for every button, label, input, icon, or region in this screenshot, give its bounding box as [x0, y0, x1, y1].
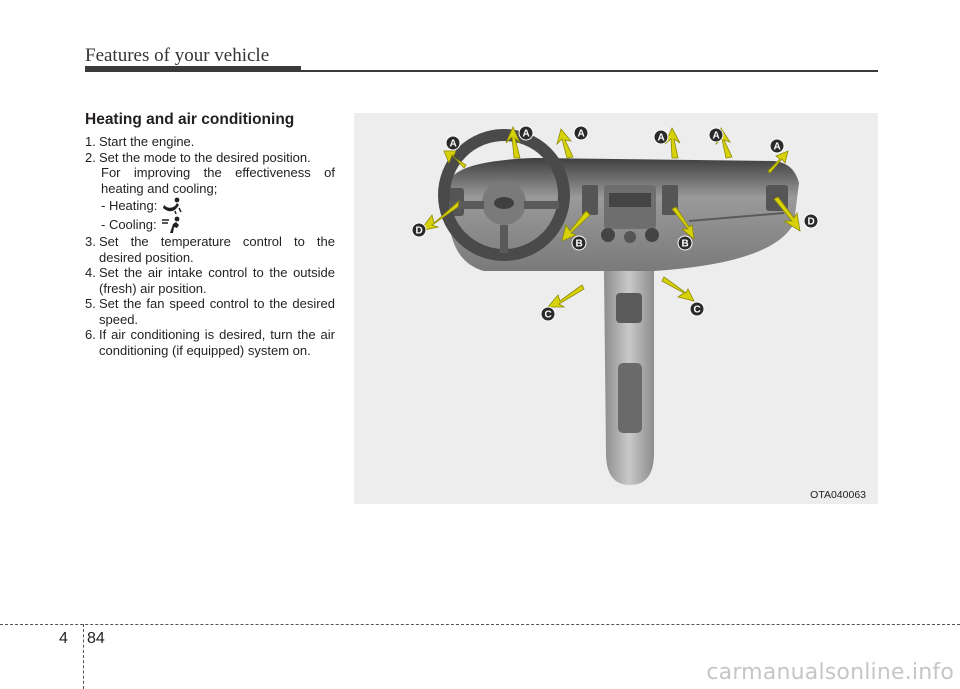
vent-a-arrow: [556, 128, 574, 159]
step-5: 5. Set the fan speed control to the desi…: [85, 296, 335, 327]
text-column: Heating and air conditioning 1. Start th…: [85, 111, 335, 358]
steering-wheel: [438, 129, 570, 261]
svg-text:B: B: [576, 239, 583, 250]
chapter-number: 4: [59, 630, 68, 647]
vent-c-arrow: [661, 276, 695, 302]
cupholder-area: [618, 363, 642, 433]
vent-label-d: D: [411, 222, 427, 238]
dashboard-diagram: A A A A A A B B C C D D: [411, 125, 819, 485]
step-text: Set the mode to the desired position.: [99, 149, 311, 165]
vent-a-arrow: [505, 126, 521, 159]
page-number: 84: [87, 630, 105, 647]
vent-label-c: C: [540, 306, 556, 322]
step-number: 4.: [85, 265, 96, 280]
header-rule-thin: [301, 70, 878, 72]
step-number: 6.: [85, 327, 96, 342]
vent-label-a: A: [518, 125, 534, 141]
figure-code: OTA040063: [810, 489, 866, 501]
step-6: 6. If air conditioning is desired, turn …: [85, 327, 335, 358]
step-2-note: For improving the effectiveness of heati…: [101, 165, 335, 196]
vent-a-arrow: [443, 150, 467, 169]
vent-label-c: C: [689, 301, 705, 317]
step-text: Set the fan speed control to the desired…: [99, 296, 335, 327]
vent-d-arrow: [419, 199, 460, 232]
step-number: 1.: [85, 134, 96, 149]
vent-label-a: A: [769, 138, 785, 154]
face-cooling-mode-icon: [161, 216, 180, 233]
step-3: 3. Set the temperature control to the de…: [85, 234, 335, 265]
svg-text:A: A: [450, 139, 457, 150]
vent-b-arrow: [561, 210, 591, 242]
svg-text:C: C: [694, 305, 701, 316]
svg-text:B: B: [682, 239, 689, 250]
mode-knob: [624, 231, 636, 243]
vent-label-b: B: [677, 235, 693, 251]
vent-a-arrow: [767, 150, 789, 174]
vent-label-a: A: [445, 135, 461, 151]
vent-label-a: A: [708, 127, 724, 143]
step-number: 5.: [85, 296, 96, 311]
step-text: If air conditioning is desired, turn the…: [99, 327, 335, 358]
vent-b-arrow: [671, 206, 695, 240]
gear-shifter-area: [616, 293, 642, 323]
header-title: Features of your vehicle: [85, 45, 270, 66]
step-number: 3.: [85, 234, 96, 249]
floor-heating-mode-icon: [163, 197, 183, 214]
footer-divider: [83, 624, 84, 689]
vent-label-markers: A A A A A A B B C C D D: [411, 125, 819, 322]
fan-knob: [645, 228, 659, 242]
svg-text:C: C: [545, 310, 552, 321]
cooling-label: - Cooling:: [101, 217, 157, 232]
svg-text:A: A: [658, 133, 665, 144]
vent-d-arrow: [773, 196, 801, 232]
center-left-vent: [582, 185, 598, 215]
heating-mode-line: - Heating:: [85, 196, 335, 215]
vent-label-b: B: [571, 235, 587, 251]
center-right-vent: [662, 185, 678, 215]
step-text: Set the temperature control to the desir…: [99, 234, 335, 265]
heating-label: - Heating:: [101, 198, 158, 213]
svg-text:A: A: [578, 129, 585, 140]
vent-label-a: A: [653, 129, 669, 145]
svg-text:A: A: [523, 129, 530, 140]
dashboard-vent-illustration: A A A A A A B B C C D D OTA040063: [354, 113, 878, 504]
svg-text:D: D: [808, 217, 815, 228]
footer-rule: [0, 624, 960, 625]
svg-text:A: A: [774, 142, 781, 153]
step-text: Start the engine.: [99, 134, 195, 149]
temperature-knob: [601, 228, 615, 242]
vent-a-arrow: [664, 127, 681, 159]
airflow-arrows: [419, 126, 801, 308]
step-1: 1. Start the engine.: [85, 134, 335, 150]
step-text: Set the air intake control to the outsid…: [99, 265, 335, 296]
vent-label-a: A: [573, 125, 589, 141]
section-title: Heating and air conditioning: [85, 111, 295, 128]
svg-text:D: D: [416, 226, 423, 237]
vent-c-arrow: [547, 284, 585, 308]
vent-label-d: D: [803, 213, 819, 229]
step-number: 2.: [85, 149, 96, 165]
step-4: 4. Set the air intake control to the out…: [85, 265, 335, 296]
watermark: carmanualsonline.info: [706, 660, 954, 685]
step-2: 2. Set the mode to the desired position.: [85, 150, 335, 166]
header-rule-thick: [85, 66, 301, 72]
cooling-mode-line: - Cooling:: [85, 215, 335, 234]
svg-text:A: A: [713, 131, 720, 142]
